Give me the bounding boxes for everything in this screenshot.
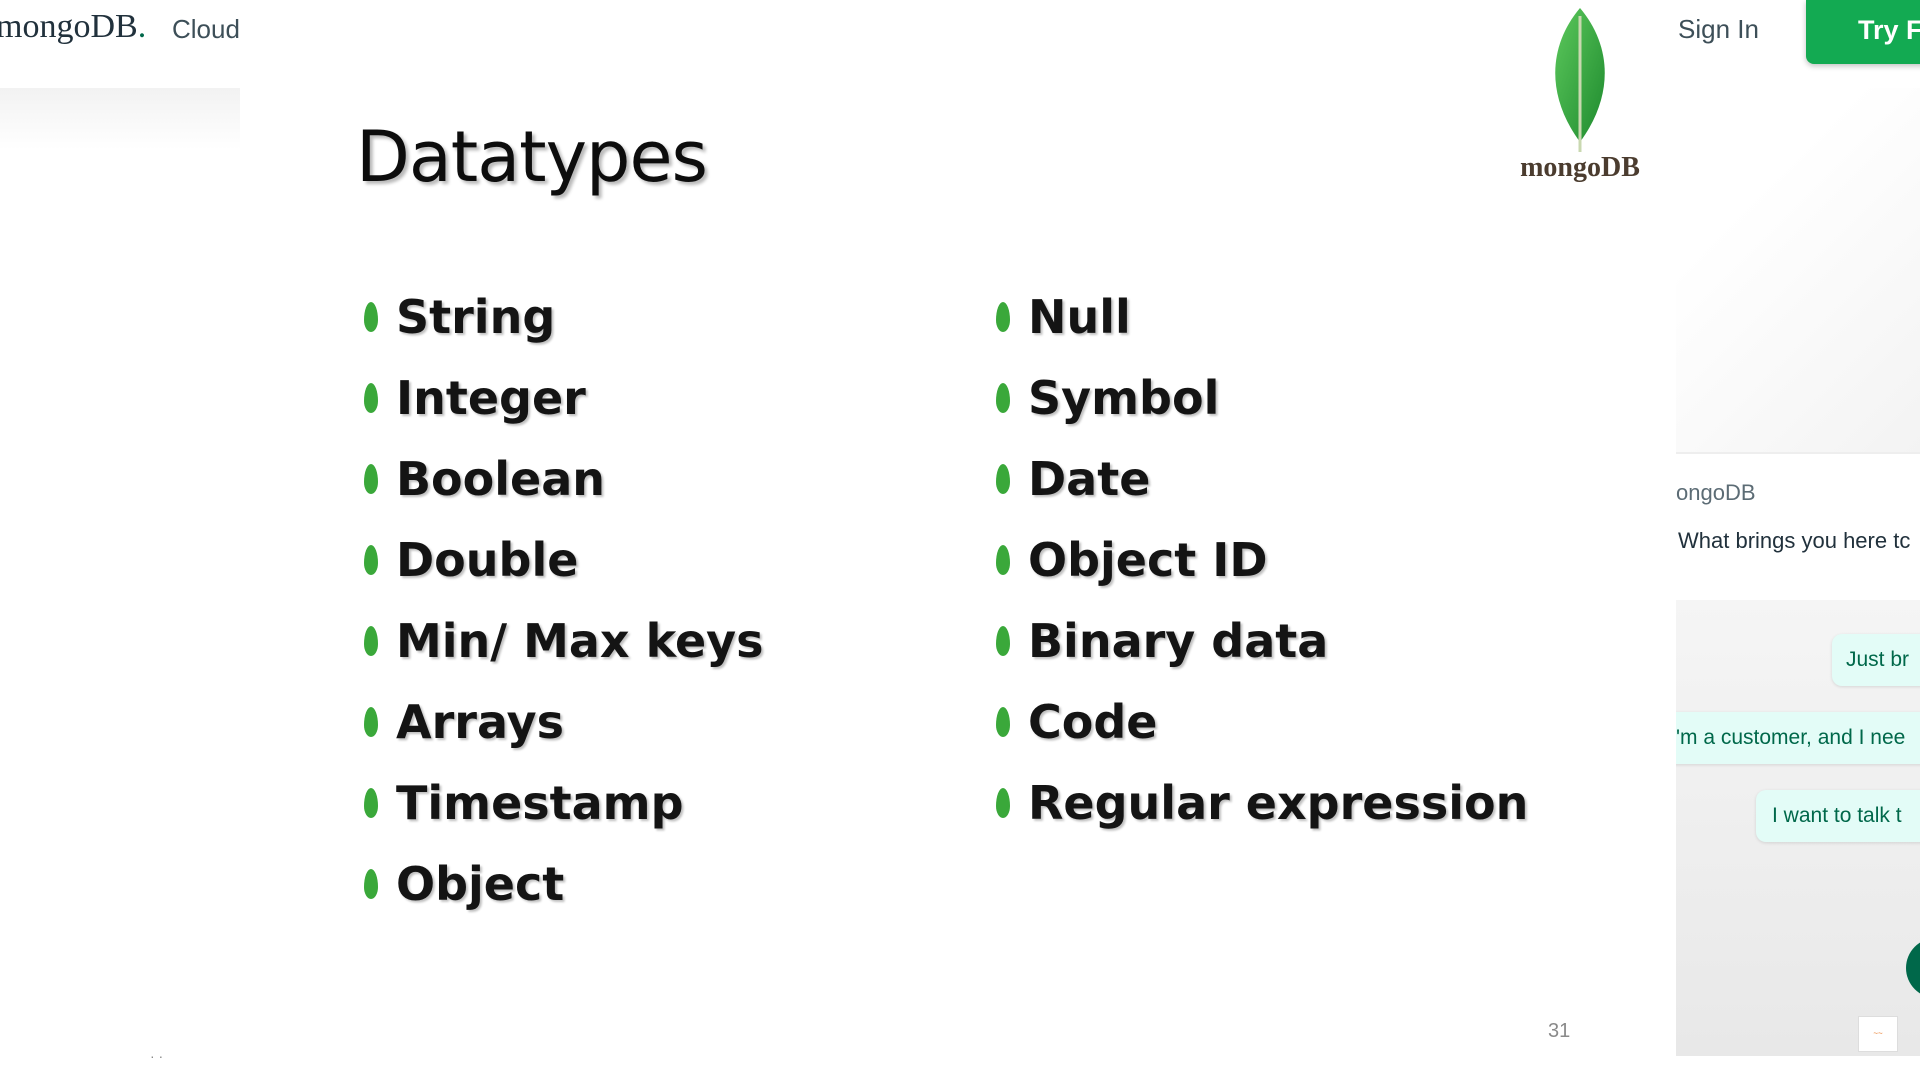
leaf-bullet-icon (364, 788, 378, 818)
leaf-bullet-icon (996, 302, 1010, 332)
leaf-bullet-icon (364, 869, 378, 899)
leaf-bullet-icon (996, 707, 1010, 737)
list-item: Min/ Max keys (364, 614, 764, 695)
slide-title: Datatypes (356, 116, 708, 198)
try-free-button[interactable]: Try Fr (1806, 0, 1920, 64)
list-item: Arrays (364, 695, 764, 776)
list-item: Null (996, 290, 1528, 371)
slide-page-number: 31 (1548, 1020, 1571, 1042)
leaf-bullet-icon (996, 626, 1010, 656)
list-item: Integer (364, 371, 764, 452)
chat-question: What brings you here tc (1678, 528, 1911, 553)
leaf-icon (1555, 8, 1605, 152)
site-logo[interactable]: mongoDB. (0, 8, 147, 45)
list-item: Double (364, 533, 764, 614)
list-item: Object ID (996, 533, 1528, 614)
chat-launcher-button[interactable] (1906, 938, 1920, 998)
chat-panel: Just br 'm a customer, and I nee I want … (1672, 600, 1920, 1056)
background-hero-image (1676, 88, 1920, 454)
background-banner (0, 88, 240, 150)
decorative-dots: · · (150, 1048, 164, 1064)
leaf-bullet-icon (364, 626, 378, 656)
list-item: Code (996, 695, 1528, 776)
presentation-slide: Datatypes mongoDB String Integer Boolean… (240, 0, 1676, 1056)
mongodb-logo: mongoDB (1510, 6, 1650, 186)
chat-option-browsing[interactable]: Just br (1832, 634, 1920, 686)
datatypes-list-left: String Integer Boolean Double Min/ Max k… (364, 290, 764, 938)
list-item: Boolean (364, 452, 764, 533)
list-item: Object (364, 857, 764, 938)
leaf-bullet-icon (996, 383, 1010, 413)
list-item: Timestamp (364, 776, 764, 857)
leaf-bullet-icon (996, 545, 1010, 575)
list-item: String (364, 290, 764, 371)
nav-link-cloud[interactable]: Cloud (172, 14, 240, 44)
logo-wordmark: mongoDB (1520, 152, 1640, 183)
chat-option-talk[interactable]: I want to talk t (1756, 790, 1920, 842)
chat-option-customer[interactable]: 'm a customer, and I nee (1672, 712, 1920, 764)
leaf-bullet-icon (996, 464, 1010, 494)
leaf-bullet-icon (364, 302, 378, 332)
list-item: Binary data (996, 614, 1528, 695)
list-item: Regular expression (996, 776, 1528, 857)
list-item: Date (996, 452, 1528, 533)
leaf-bullet-icon (364, 707, 378, 737)
datatypes-list-right: Null Symbol Date Object ID Binary data C… (996, 290, 1528, 857)
sign-in-link[interactable]: Sign In (1678, 14, 1759, 44)
list-item: Symbol (996, 371, 1528, 452)
chat-avatar-badge: ~~ (1858, 1016, 1898, 1052)
leaf-bullet-icon (364, 383, 378, 413)
leaf-bullet-icon (996, 788, 1010, 818)
chat-header: ongoDB (1676, 480, 1756, 505)
leaf-bullet-icon (364, 545, 378, 575)
leaf-bullet-icon (364, 464, 378, 494)
